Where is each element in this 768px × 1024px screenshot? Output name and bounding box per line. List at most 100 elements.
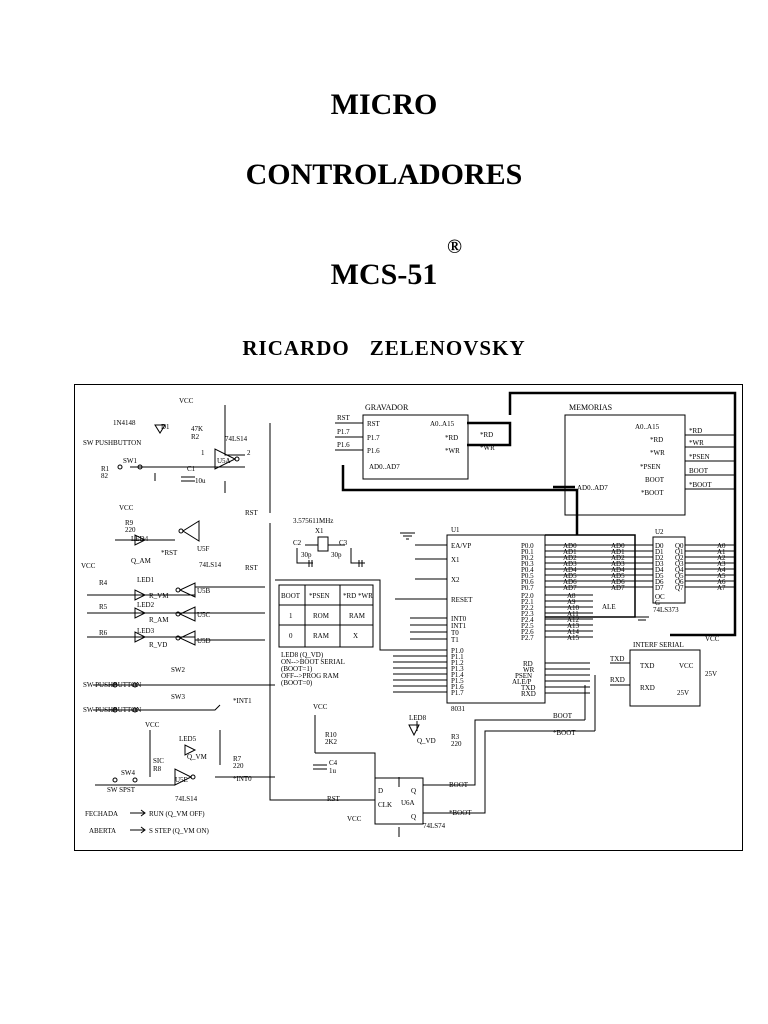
u2-pin-d1: D1	[655, 548, 664, 556]
ale-label: ALE	[602, 603, 616, 611]
a-high-10: A10	[567, 604, 580, 612]
net-txd: TXD	[610, 655, 624, 663]
registered-mark: ®	[447, 236, 462, 258]
memorias-net-rd: *RD	[689, 427, 702, 435]
c3-value: 30p	[331, 551, 342, 559]
table-header-psen: *PSEN	[309, 592, 330, 600]
gravador-pin-p16: P1.6	[367, 447, 380, 455]
u1-pin-p10: P1.0	[451, 647, 464, 655]
u2-pin-q0: Q0	[675, 542, 684, 550]
fechada-label: FECHADA	[85, 810, 118, 818]
u6-label: U6A	[401, 799, 415, 807]
u1-pin-reset: RESET	[451, 596, 473, 604]
u1-pin-x2: X2	[451, 576, 460, 584]
led1-ref: LED1	[137, 576, 155, 584]
u2-pin-d0: D0	[655, 542, 664, 550]
run-label: RUN (Q_VM OFF)	[149, 810, 205, 818]
ad-label-2: AD2	[563, 554, 577, 562]
note-line-4: (BOOT=0)	[281, 679, 313, 687]
title-line-controladores: CONTROLADORES	[245, 158, 523, 191]
u1-pin-p14: P1.4	[451, 671, 464, 679]
r7-value: 220	[233, 762, 244, 770]
sw-push-label-3: SW PUSHBUTTON	[83, 706, 141, 714]
note-line-3: OFF-->PROG RAM	[281, 672, 340, 680]
u1-pin-p05: P0.5	[521, 572, 534, 580]
a-label-1: A1	[717, 548, 726, 556]
a-high-14: A14	[567, 628, 580, 636]
a-high-8: A8	[567, 592, 576, 600]
u1-pin-p21: P2.1	[521, 598, 534, 606]
aberta-label: ABERTA	[89, 827, 116, 835]
u2-pin-d3: D3	[655, 560, 664, 568]
net-rst-2: RST	[245, 564, 259, 572]
r7-ref: R7	[233, 755, 242, 763]
u2-pin-g: G	[655, 599, 660, 607]
memorias-label: MEMORIAS	[569, 403, 612, 412]
table-header-boot: BOOT	[281, 592, 301, 600]
a-label-2: A2	[717, 554, 726, 562]
u1-pin-ale: ALE/P	[512, 678, 532, 686]
u2-74ls373-chip	[652, 536, 686, 604]
note-line-0: LED8 (Q_VD)	[281, 651, 324, 659]
c4-ref: C4	[329, 759, 338, 767]
serial-vcc: VCC	[679, 662, 694, 670]
u1-pin-p03: P0.3	[521, 560, 534, 568]
u6-part-label: 74LS74	[423, 822, 446, 830]
u1-pin-p01: P0.1	[521, 548, 534, 556]
net-bootn: *BOOT	[553, 729, 576, 737]
u6-net-boot: BOOT	[449, 781, 469, 789]
u5f-part: 74LS14	[199, 561, 222, 569]
sw4-ref: SW4	[121, 769, 136, 777]
u2-pin-q5: Q5	[675, 572, 684, 580]
title-line-micro: MICRO	[330, 88, 438, 121]
u1-pin-int0: INT0	[451, 615, 467, 623]
serial-interface-block	[629, 649, 701, 707]
u5a-ref: U5A	[217, 457, 231, 465]
serial-vcc-top: VCC	[705, 635, 720, 643]
author-first-name: RICARDO	[242, 336, 350, 360]
u2-pin-d6: D6	[655, 578, 664, 586]
u1-pin-p25: P2.5	[521, 622, 534, 630]
r-am-label: R_AM	[149, 616, 169, 624]
a-label-4: A4	[717, 566, 726, 574]
memorias-net-boot: BOOT	[689, 467, 709, 475]
ad-label-u2-7: AD7	[611, 584, 625, 592]
u6-net-bootn: *BOOT	[449, 809, 472, 817]
u1-pin-p00: P0.0	[521, 542, 534, 550]
u6-pin-clk: CLK	[378, 801, 392, 809]
u1-pin-x1: X1	[451, 556, 460, 564]
u1-pin-p12: P1.2	[451, 659, 464, 667]
ad-label-1: AD1	[563, 548, 577, 556]
diode-ref: D1	[161, 423, 170, 431]
crystal-value: 3.575611MHz	[293, 517, 333, 525]
u2-pin-q6: Q6	[675, 578, 684, 586]
u1-pin-p13: P1.3	[451, 665, 464, 673]
r1-ref: R1	[101, 465, 110, 473]
u1-pin-int1: INT1	[451, 622, 467, 630]
serial-pin-rxd: RXD	[640, 684, 655, 692]
gravador-pin-p17: P1.7	[367, 434, 380, 442]
gravador-net-rd: *RD	[480, 431, 493, 439]
memorias-net-wr: *WR	[689, 439, 704, 447]
u1-pin-rxd: RXD	[521, 690, 536, 698]
net-rst-1: RST	[245, 509, 259, 517]
ad-label-7: AD7	[563, 584, 577, 592]
u1-pin-p24: P2.4	[521, 616, 534, 624]
memorias-pin-boot: BOOT	[645, 476, 665, 484]
memorias-pin-ad: AD0..AD7	[577, 484, 608, 492]
c2-value: 30p	[301, 551, 312, 559]
r4-ref: R4	[99, 579, 108, 587]
memorias-pin-wr: *WR	[650, 449, 665, 457]
memorias-net-bootn: *BOOT	[689, 481, 712, 489]
c4-value: 1u	[329, 767, 337, 775]
u1-pin-p07: P0.7	[521, 584, 534, 592]
memorias-pin-rd: *RD	[650, 436, 663, 444]
sw2-ref: SW2	[171, 666, 186, 674]
q-am-label: Q_AM	[131, 557, 152, 565]
r5-ref: R5	[99, 603, 108, 611]
sw-push-label-2: SW PUSHBUTTON	[83, 681, 141, 689]
led3-ref: LED3	[137, 627, 155, 635]
u1-pin-ea: EA/VP	[451, 542, 471, 550]
a-high-15: A15	[567, 634, 580, 642]
u1-pin-p16: P1.6	[451, 683, 464, 691]
